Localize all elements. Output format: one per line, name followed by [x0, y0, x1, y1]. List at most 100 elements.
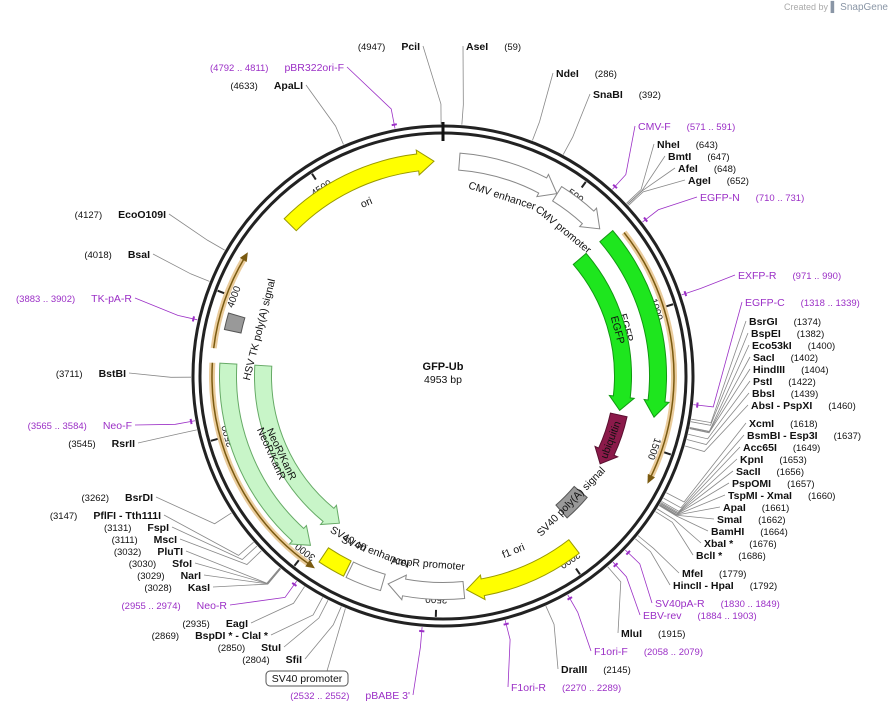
sv40-enhancer-arrow[interactable] — [345, 561, 386, 592]
enzyme-name: RsrII — [112, 438, 135, 450]
enzyme-label[interactable]: MfeI (1779) — [682, 564, 746, 581]
site-position: (3545) — [68, 439, 95, 450]
enzyme-name: NheI — [657, 139, 680, 151]
enzyme-name: MscI — [154, 534, 177, 546]
enzyme-label[interactable]: (3262) BsrDI — [82, 488, 154, 505]
f1-ori-arrow[interactable] — [465, 539, 580, 601]
enzyme-label[interactable]: (4633) ApaLI — [230, 76, 303, 93]
gap — [705, 594, 721, 611]
primer-mark — [643, 216, 649, 223]
credit-line: Created by ▌ SnapGene — [784, 2, 888, 13]
primer-label[interactable]: EGFP-C (1318 .. 1339) — [745, 293, 860, 310]
enzyme-label[interactable]: (3711) BstBI — [56, 364, 126, 381]
primer-label[interactable]: EXFP-R (971 .. 990) — [738, 266, 841, 283]
enzyme-label[interactable]: NdeI (286) — [556, 64, 617, 81]
enzyme-label[interactable]: AseI (59) — [466, 37, 521, 54]
enzyme-label[interactable]: BmtI (647) — [668, 147, 730, 164]
enzyme-label[interactable]: NheI (643) — [657, 135, 718, 152]
enzyme-label[interactable]: (3030) SfoI — [129, 554, 192, 571]
enzyme-name: ApaI — [723, 502, 746, 514]
site-position: (1884 .. 1903) — [698, 611, 757, 622]
enzyme-label[interactable]: TspMI - XmaI (1660) — [728, 486, 835, 503]
enzyme-label[interactable]: BbsI (1439) — [752, 384, 818, 401]
enzyme-label[interactable]: ApaI (1661) — [723, 498, 789, 515]
primer-label[interactable]: EBV-rev (1884 .. 1903) — [643, 606, 757, 623]
leader-line — [461, 45, 464, 125]
enzyme-label[interactable]: SacII (1656) — [736, 462, 804, 479]
enzyme-label[interactable]: (3111) MscI — [112, 530, 177, 547]
feature-cmv-promoter[interactable]: CMV promoter — [533, 185, 601, 257]
cmv-enhancer-arrow[interactable] — [458, 152, 558, 198]
hsv-tk-arrow[interactable] — [223, 312, 246, 334]
enzyme-label[interactable]: (3029) NarI — [137, 566, 201, 583]
enzyme-label[interactable]: AgeI (652) — [688, 171, 749, 188]
primer-label[interactable]: (3565 .. 3584) Neo-F — [28, 416, 132, 433]
enzyme-label[interactable]: BamHI (1664) — [711, 522, 788, 539]
enzyme-label[interactable]: XcmI (1618) — [749, 414, 818, 431]
primer-label[interactable]: (4792 .. 4811) pBR322ori-F — [210, 58, 344, 75]
enzyme-label[interactable]: (2869) BspDI * - ClaI * — [152, 626, 269, 643]
feature-ubiquitin[interactable]: ubiquitin — [594, 412, 628, 465]
enzyme-label[interactable]: (3131) FspI — [104, 518, 169, 535]
enzyme-label[interactable]: AbsI - PspXI (1460) — [751, 396, 856, 413]
primer-label[interactable]: (3883 .. 3902) TK-pA-R — [16, 289, 132, 306]
enzyme-label[interactable]: AfeI (648) — [678, 159, 736, 176]
enzyme-label[interactable]: (4127) EcoO109I — [75, 205, 166, 222]
enzyme-label[interactable]: Eco53kI (1400) — [752, 336, 835, 353]
enzyme-label[interactable]: BsmBI - Esp3I (1637) — [747, 426, 861, 443]
sv40-ori-arrow[interactable] — [318, 547, 352, 577]
backbone-ring — [189, 122, 699, 633]
enzyme-label[interactable]: (4947) PciI — [358, 37, 420, 54]
enzyme-label[interactable]: (3028) KasI — [144, 578, 210, 595]
enzyme-label[interactable]: SacI (1402) — [753, 348, 818, 365]
enzyme-label[interactable]: SnaBI (392) — [593, 85, 661, 102]
enzyme-label[interactable]: PspOMI (1657) — [732, 474, 815, 491]
enzyme-label[interactable]: (2850) StuI — [218, 638, 281, 655]
enzyme-label[interactable]: SmaI (1662) — [717, 510, 786, 527]
enzyme-label[interactable]: (3147) PflFI - Tth111I — [50, 506, 161, 523]
enzyme-label[interactable]: BsrGI (1374) — [749, 312, 821, 329]
primer-label[interactable]: (2532 .. 2552) pBABE 3' — [290, 686, 410, 703]
leader-line — [504, 620, 511, 688]
enzyme-label[interactable]: BclI * (1686) — [696, 546, 766, 563]
primer-label[interactable]: F1ori-R (2270 .. 2289) — [511, 678, 621, 695]
cmv-promoter-arrow[interactable] — [551, 185, 601, 230]
enzyme-label[interactable]: PstI (1422) — [753, 372, 816, 389]
enzyme-name: MluI — [621, 628, 642, 640]
enzyme-label[interactable]: BspEI (1382) — [751, 324, 824, 341]
ori-label: ori — [359, 195, 375, 211]
feature-sv40-polya[interactable]: SV40 poly(A) signal — [535, 465, 608, 539]
enzyme-label[interactable]: (3545) RsrII — [68, 434, 135, 451]
enzyme-label[interactable]: KpnI (1653) — [740, 450, 807, 467]
enzyme-label[interactable]: (4018) BsaI — [84, 245, 150, 262]
leader-line — [185, 550, 281, 584]
ubiquitin-arrow[interactable] — [594, 412, 628, 465]
enzyme-label[interactable]: Acc65I (1649) — [743, 438, 820, 455]
enzyme-label[interactable]: DraIII (2145) — [561, 660, 631, 677]
feature-ampr-promoter[interactable]: AmpR promoter — [387, 555, 466, 601]
feature-egfp-inner[interactable]: EGFP — [572, 252, 636, 412]
egfp-inner-arrow[interactable] — [572, 252, 636, 412]
enzyme-label[interactable]: (2935) EagI — [182, 614, 248, 631]
enzyme-label[interactable]: (2804) SfiI — [242, 650, 302, 667]
egfp-outer-arrow[interactable] — [599, 229, 671, 418]
enzyme-label[interactable]: HincII - HpaI (1792) — [673, 576, 777, 593]
sv40-polya-arrow[interactable] — [555, 485, 588, 519]
feature-f1-ori[interactable]: f1 ori — [465, 539, 580, 601]
enzyme-label[interactable]: XbaI * (1676) — [704, 534, 777, 551]
ori-arrow[interactable] — [283, 149, 435, 232]
neor-outer-arrow[interactable] — [219, 362, 312, 546]
enzyme-label[interactable]: (3032) PluTI — [114, 542, 183, 559]
primer-label[interactable]: EGFP-N (710 .. 731) — [700, 188, 804, 205]
primer-label[interactable]: F1ori-F (2058 .. 2079) — [594, 642, 703, 659]
enzyme-label[interactable]: MluI (1915) — [621, 624, 685, 641]
primer-label[interactable]: (2955 .. 2974) Neo-R — [122, 596, 228, 613]
neor-inner-arrow[interactable] — [253, 364, 340, 526]
leader-line — [660, 482, 730, 515]
primer-label[interactable]: SV40pA-R (1830 .. 1849) — [655, 594, 780, 611]
feature-ori[interactable]: ori — [283, 149, 435, 232]
enzyme-label[interactable]: HindIII (1404) — [753, 360, 829, 377]
ampr-promoter-arrow[interactable] — [387, 574, 466, 601]
sv40-promoter-box[interactable]: SV40 promoter — [265, 670, 349, 687]
primer-label[interactable]: CMV-F (571 .. 591) — [638, 117, 735, 134]
